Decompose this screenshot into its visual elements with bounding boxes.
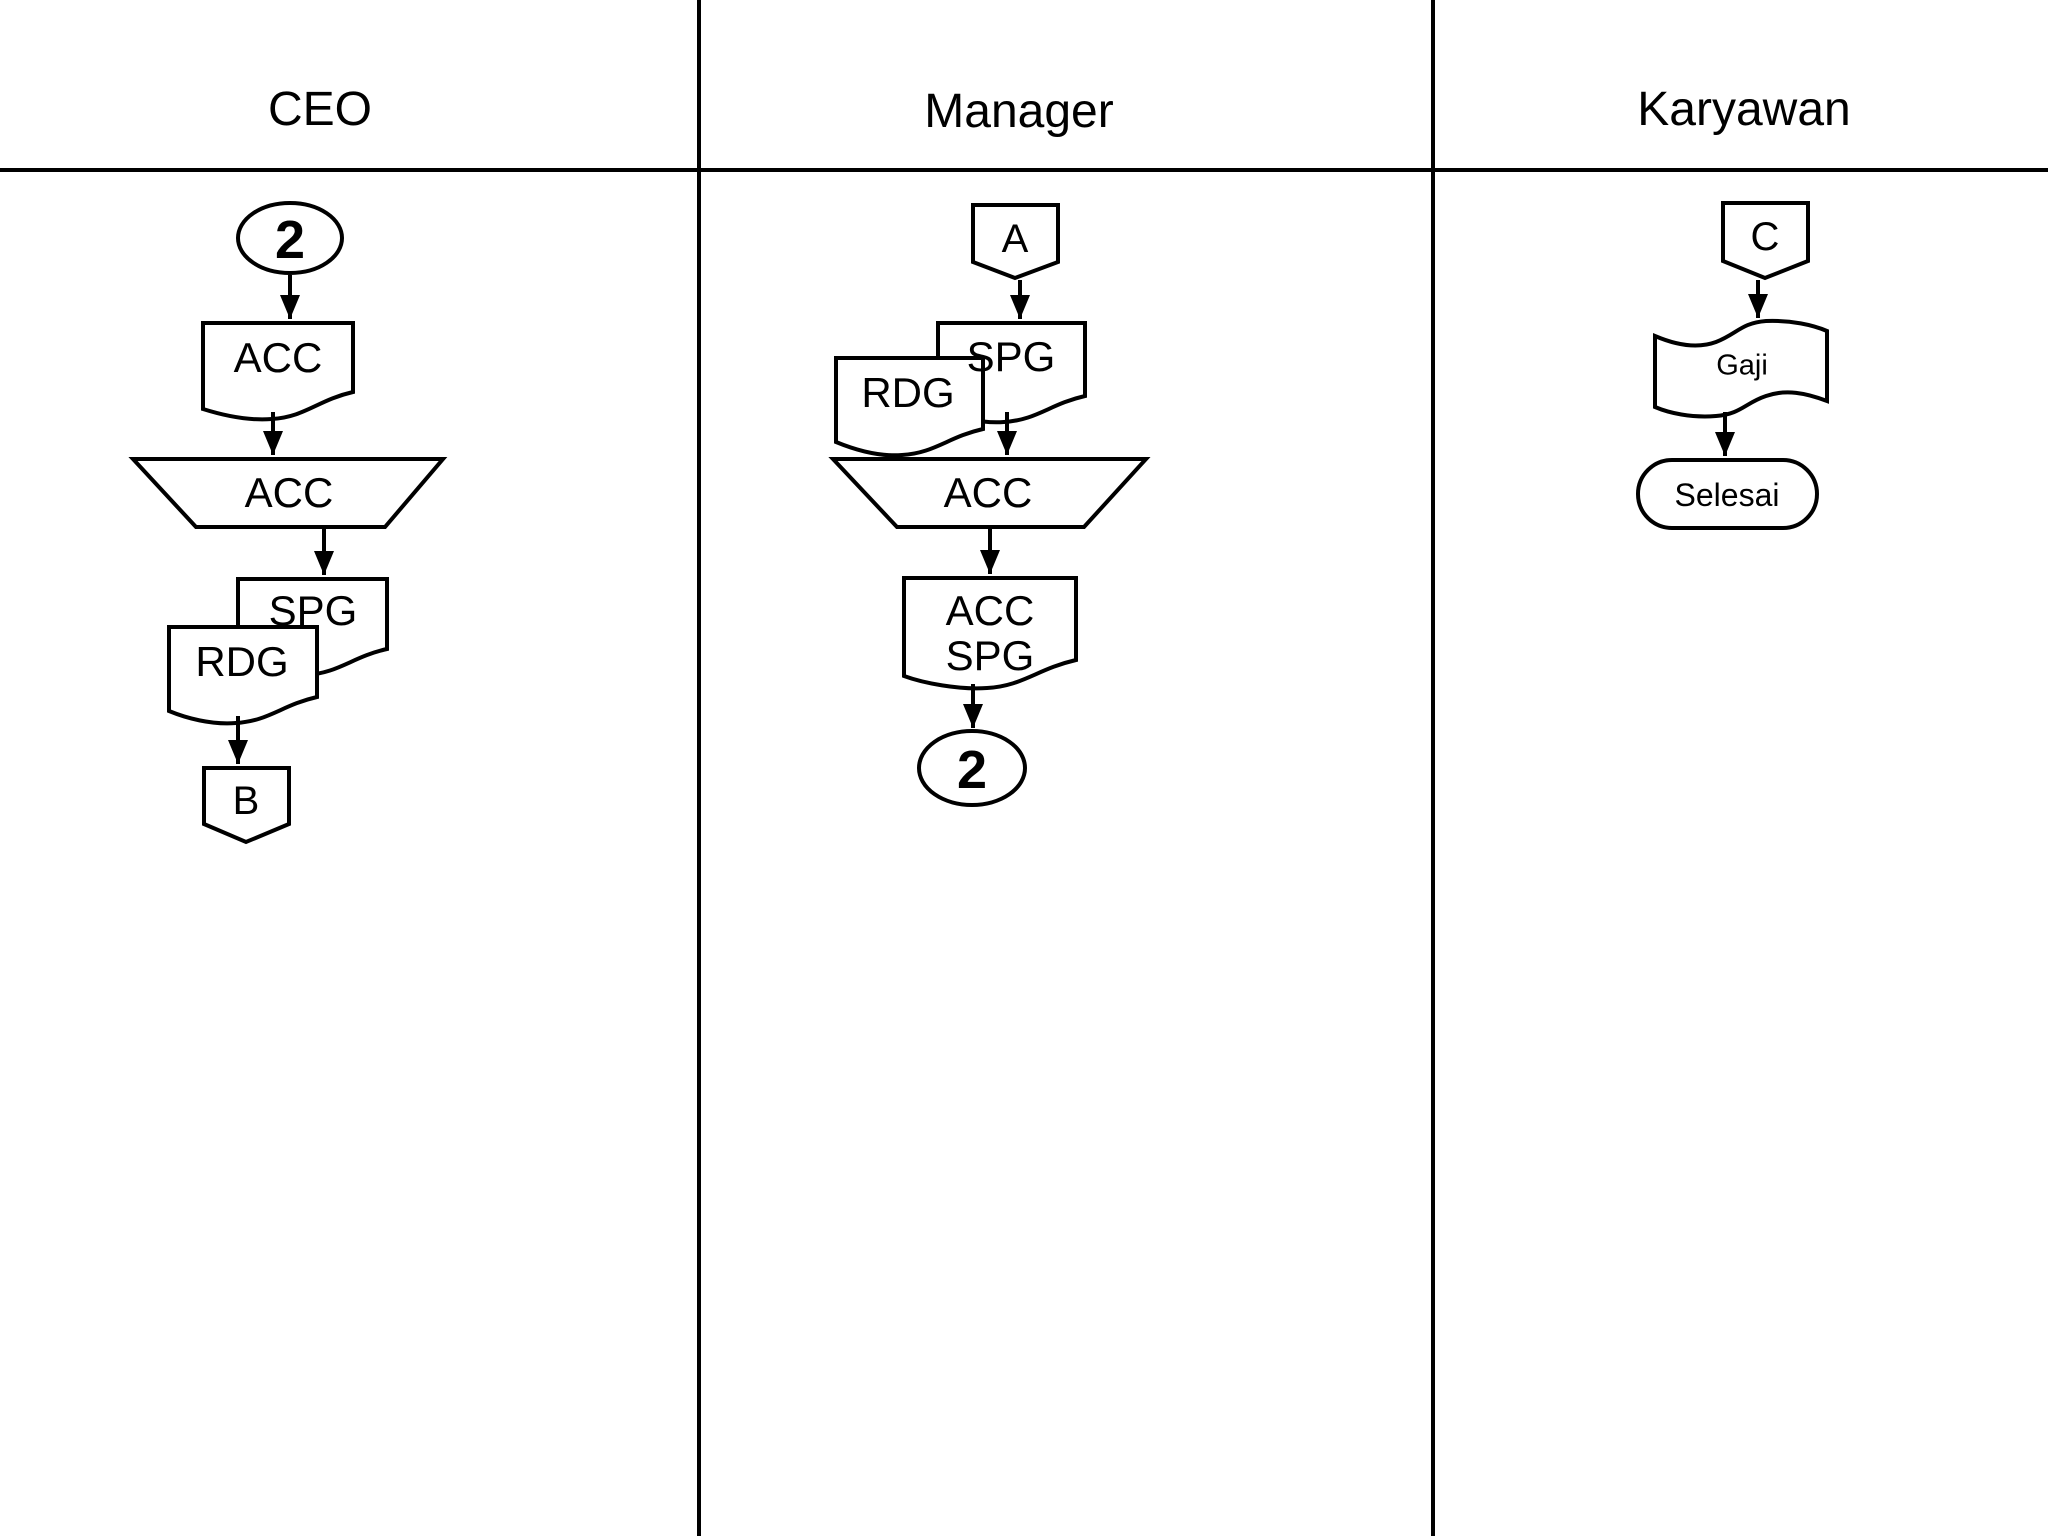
ceo-connector-2-label: 2 <box>274 210 306 270</box>
manager-manual-operation-acc <box>828 457 1151 529</box>
manager-offpage-connector-a <box>971 203 1060 281</box>
karyawan-offpage-connector-c <box>1721 201 1810 281</box>
manager-document-spg-label: SPG <box>966 333 1056 380</box>
ceo-offpage-connector-b <box>202 766 291 845</box>
ceo-offpage-b-label: B <box>232 779 260 823</box>
manager-document-rdg <box>834 356 985 458</box>
manager-document-acc-spg <box>902 576 1078 691</box>
lane-title-karyawan: Karyawan <box>1637 83 1851 136</box>
ceo-document-spg-label: SPG <box>268 587 358 634</box>
karyawan-terminator-selesai <box>1636 458 1819 530</box>
lane-title-manager: Manager <box>924 85 1114 138</box>
karyawan-document-gaji-label: Gaji <box>1716 349 1768 382</box>
karyawan-terminator-selesai-label: Selesai <box>1674 477 1780 513</box>
lane-title-ceo: CEO <box>267 83 373 136</box>
manager-connector-2-circle <box>917 729 1027 807</box>
karyawan-offpage-c-label: C <box>1750 215 1780 259</box>
ceo-document-rdg-label: RDG <box>195 638 289 685</box>
manager-offpage-a-label: A <box>1001 217 1029 261</box>
manager-document-rdg-label: RDG <box>861 369 955 416</box>
ceo-manual-acc-label: ACC <box>244 469 334 516</box>
manager-document-accspg-label-line2: SPG <box>945 632 1035 679</box>
manager-connector-2-label: 2 <box>956 740 988 800</box>
ceo-connector-2-circle <box>236 201 344 275</box>
ceo-document-acc-label: ACC <box>233 334 323 381</box>
karyawan-document-gaji <box>1653 318 1829 419</box>
manager-document-accspg-label-line1: ACC <box>945 587 1035 634</box>
ceo-manual-operation-acc <box>128 457 448 529</box>
manager-manual-acc-label: ACC <box>943 469 1033 516</box>
